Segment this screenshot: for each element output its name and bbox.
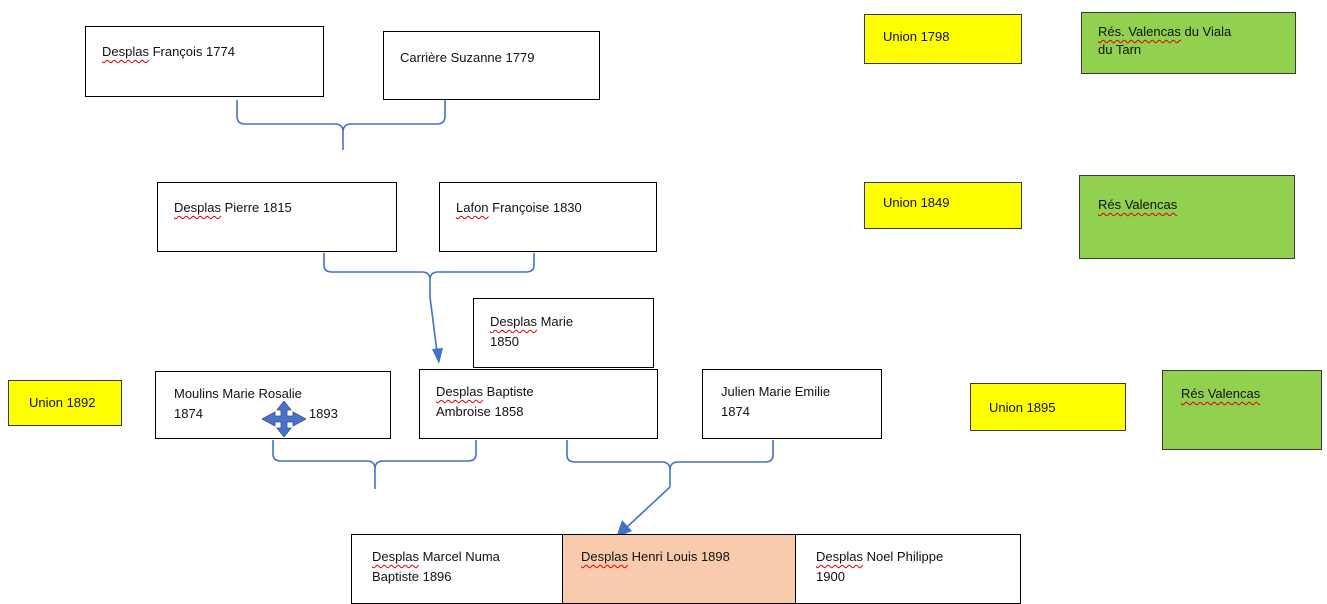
residence-valencas-viala-box[interactable]: Rés. Valencas du Viala du Tarn [1081, 12, 1296, 74]
union-1892-box[interactable]: Union 1892 [8, 380, 122, 426]
person-francoise-lafon[interactable]: Lafon Françoise 1830 [439, 182, 657, 252]
person-noel-philippe-desplas[interactable]: Desplas Noel Philippe 1900 [795, 534, 1021, 604]
gen2-bracket [323, 253, 535, 281]
person-marcel-numa-desplas[interactable]: Desplas Marcel Numa Baptiste 1896 [351, 534, 563, 604]
gen3-left-bracket [272, 440, 477, 470]
arrow-to-baptiste-head [432, 348, 443, 364]
residence-valencas-1895-box[interactable]: Rés Valencas [1162, 370, 1322, 450]
arrow-to-henri-head [616, 520, 632, 538]
move-arrows-icon[interactable] [262, 401, 306, 437]
gen1-bracket [236, 100, 446, 133]
person-baptiste-ambroise-desplas[interactable]: Desplas Baptiste Ambroise 1858 [419, 369, 658, 439]
residence-valencas-1849-box[interactable]: Rés Valencas [1079, 175, 1295, 259]
union-1798-box[interactable]: Union 1798 [864, 14, 1022, 64]
arrow-to-baptiste-line [429, 296, 438, 353]
person-suzanne-carriere[interactable]: Carrière Suzanne 1779 [383, 31, 600, 100]
union-1849-box[interactable]: Union 1849 [864, 182, 1022, 229]
person-francois-desplas[interactable]: Desplas François 1774 [85, 26, 324, 97]
arrow-to-henri-line [625, 486, 671, 529]
person-marie-desplas[interactable]: Desplas Marie 1850 [473, 298, 654, 368]
person-marie-emilie-julien[interactable]: Julien Marie Emilie 1874 [702, 369, 882, 439]
person-pierre-desplas[interactable]: Desplas Pierre 1815 [157, 182, 397, 252]
gen3-right-bracket [566, 440, 774, 471]
person-henri-louis-desplas[interactable]: Desplas Henri Louis 1898 [562, 534, 796, 604]
union-1895-box[interactable]: Union 1895 [970, 383, 1126, 431]
